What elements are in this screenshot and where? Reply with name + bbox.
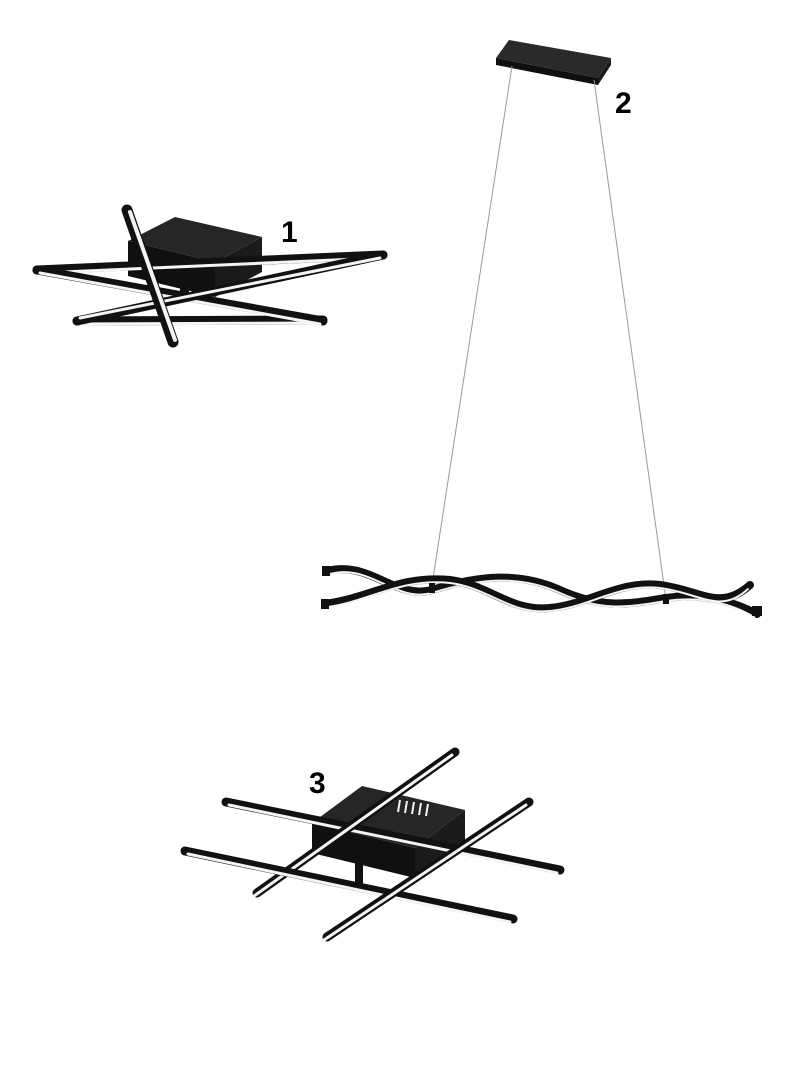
wire-clamp	[663, 594, 669, 604]
ceiling-lamp-four-arms-icon	[32, 204, 388, 348]
suspension-wire	[431, 65, 513, 586]
wave-led-diffuser	[329, 571, 755, 618]
led-diffuser	[227, 803, 559, 875]
pendant-canopy-front	[496, 58, 598, 85]
bar-end-cap	[322, 566, 330, 576]
led-diffuser	[38, 256, 382, 275]
suspension-wire	[593, 79, 667, 601]
led-arm	[121, 204, 179, 348]
led-bar	[180, 846, 518, 924]
callout-number-1: 1	[281, 216, 298, 249]
pendant-canopy-side	[598, 58, 611, 85]
callout-number-2: 2	[615, 87, 632, 120]
wave-led-bar	[321, 575, 754, 613]
wave-led-diffuser	[327, 581, 749, 613]
led-diffuser	[78, 321, 322, 326]
led-diffuser	[128, 210, 177, 342]
vent-slots	[397, 799, 429, 817]
wire-clamp	[429, 583, 435, 593]
led-bar	[221, 797, 565, 875]
ceiling-lamp-grid-icon	[180, 747, 565, 942]
pendant-lamp-wave-icon	[321, 40, 762, 618]
callout-number-3: 3	[309, 767, 326, 800]
canopy-box-top	[128, 217, 262, 262]
canopy-box-side	[215, 237, 262, 297]
led-diffuser	[186, 852, 512, 924]
bar-end-cap	[321, 599, 329, 609]
led-diffuser	[78, 256, 382, 320]
canopy-box-top	[312, 786, 465, 848]
mount-post	[180, 266, 189, 300]
pendant-canopy-top	[496, 40, 611, 78]
bar-end-cap	[752, 606, 762, 616]
led-arm	[32, 250, 388, 275]
mount-post	[355, 860, 363, 886]
led-arm	[72, 315, 328, 326]
canopy-box-front	[128, 241, 215, 297]
led-diffuser	[322, 803, 528, 942]
